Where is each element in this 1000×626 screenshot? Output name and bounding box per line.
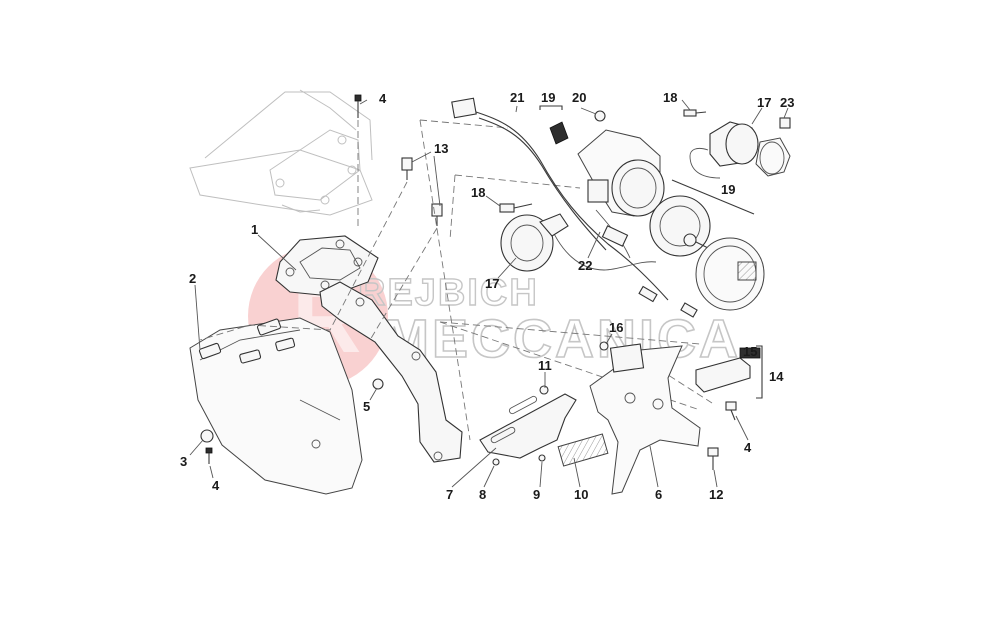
watermark-line-1: REJBICH — [358, 272, 539, 314]
turn-signal-left — [499, 203, 569, 272]
wiring-harness — [451, 97, 698, 318]
assembly-lines — [199, 119, 713, 441]
part-label-1: 1 — [251, 222, 258, 237]
tail-lamp-housing — [577, 129, 665, 217]
part-label-7: 7 — [446, 487, 453, 502]
part-label-16: 16 — [609, 320, 623, 335]
bulb-socket-13b — [431, 203, 443, 226]
screw-20 — [594, 110, 606, 122]
turn-signal-right — [683, 109, 791, 179]
part-label-19-top: 19 — [541, 90, 555, 105]
part-label-4-top: 4 — [379, 91, 387, 106]
rear-fender — [189, 317, 363, 495]
part-label-9: 9 — [533, 487, 540, 502]
part-label-18-top: 18 — [663, 90, 677, 105]
support-arm — [319, 281, 463, 463]
part-label-23: 23 — [780, 95, 794, 110]
part-label-13: 13 — [434, 141, 448, 156]
reflector — [538, 433, 609, 467]
screw-12 — [707, 447, 719, 470]
leader-lines — [189, 99, 789, 488]
tail-lamp-socket — [649, 195, 711, 257]
plate-holder — [539, 341, 701, 495]
tail-lamp-lens — [695, 237, 765, 311]
part-label-6: 6 — [655, 487, 662, 502]
grommet — [549, 121, 569, 145]
part-label-22: 22 — [578, 258, 592, 273]
part-label-4-right: 4 — [744, 440, 752, 455]
part-label-17-right: 17 — [757, 95, 771, 110]
part-label-19-right: 19 — [721, 182, 735, 197]
part-label-12: 12 — [709, 487, 723, 502]
plate-bracket — [479, 393, 577, 466]
label-braces — [539, 105, 763, 399]
part-label-3: 3 — [180, 454, 187, 469]
tail-bracket — [275, 235, 379, 297]
part-label-10: 10 — [574, 487, 588, 502]
bulb-socket-13a — [401, 157, 413, 180]
part-label-5: 5 — [363, 399, 370, 414]
part-label-21: 21 — [510, 90, 524, 105]
watermark-line-2: MECCANICA — [384, 309, 741, 369]
screw-4-right — [725, 401, 737, 421]
part-label-8: 8 — [479, 487, 486, 502]
part-label-14: 14 — [769, 369, 784, 384]
part-label-15: 15 — [743, 344, 757, 359]
seat-subframe-outline — [189, 89, 373, 216]
part-label-17-left: 17 — [485, 276, 499, 291]
part-label-11: 11 — [538, 358, 552, 373]
part-labels: 1 2 3 4 4 4 5 6 7 8 9 10 11 12 13 14 15 … — [180, 90, 794, 502]
screw-4-top — [354, 94, 362, 118]
nut-3 — [200, 429, 214, 443]
part-label-2: 2 — [189, 271, 196, 286]
nut-5 — [372, 378, 384, 390]
part-label-4-left: 4 — [212, 478, 220, 493]
part-label-18-left: 18 — [471, 185, 485, 200]
screw-4-left — [205, 447, 213, 464]
part-label-20: 20 — [572, 90, 586, 105]
license-light — [695, 347, 761, 393]
